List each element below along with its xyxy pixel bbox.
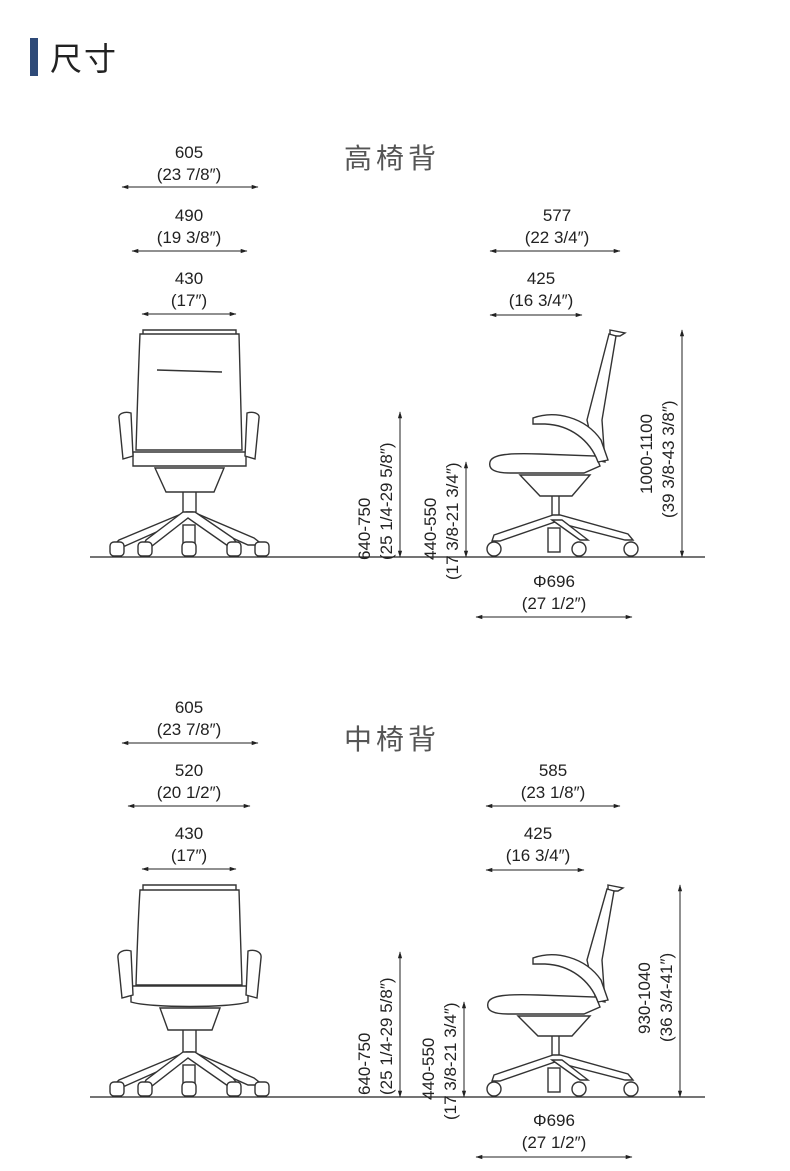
svg-text:(20 1/2″): (20 1/2″)	[157, 783, 222, 802]
header-accent-bar	[30, 38, 38, 76]
mid-back-section: 中椅背 605 (23 7/8″) 520 (20 1/2″) 430 (17″…	[90, 698, 705, 1160]
seat-depth-dim: 425 (16 3/4″)	[485, 824, 585, 873]
svg-text:440-550: 440-550	[419, 1038, 438, 1100]
section-title-mid-back: 中椅背	[344, 723, 440, 756]
arm-width-dim: 490 (19 3/8″)	[131, 206, 248, 254]
svg-text:(25 1/4-29 5/8″): (25 1/4-29 5/8″)	[377, 977, 396, 1095]
svg-text:520: 520	[175, 761, 203, 780]
svg-text:(22 3/4″): (22 3/4″)	[525, 228, 590, 247]
seat-width-dim: 430 (17″)	[141, 824, 237, 872]
svg-text:640-750: 640-750	[355, 498, 374, 560]
svg-text:(36 3/4-41″): (36 3/4-41″)	[657, 953, 676, 1042]
svg-text:(27 1/2″): (27 1/2″)	[522, 594, 587, 613]
overall-width-dim: 605 (23 7/8″)	[121, 143, 259, 190]
side-view-casters	[486, 541, 639, 557]
overall-depth-dim: 577 (22 3/4″)	[489, 206, 621, 254]
svg-text:930-1040: 930-1040	[635, 962, 654, 1034]
high-back-section: 高椅背 605 (23 7/8″) 490 (19 3/8″) 430 (17″…	[90, 142, 705, 620]
svg-text:430: 430	[175, 269, 203, 288]
svg-text:(23 7/8″): (23 7/8″)	[157, 720, 222, 739]
svg-text:490: 490	[175, 206, 203, 225]
svg-text:(39 3/8-43 3/8″): (39 3/8-43 3/8″)	[659, 400, 678, 518]
front-view-casters	[109, 541, 270, 557]
svg-text:585: 585	[539, 761, 567, 780]
side-view-casters	[486, 1081, 639, 1097]
svg-text:(16 3/4″): (16 3/4″)	[509, 291, 574, 310]
overall-depth-dim: 585 (23 1/8″)	[485, 761, 621, 809]
svg-text:(17 3/8-21 3/4″): (17 3/8-21 3/4″)	[443, 462, 462, 580]
svg-text:(27 1/2″): (27 1/2″)	[522, 1133, 587, 1152]
base-diameter-dim: Φ696 (27 1/2″)	[475, 572, 633, 620]
section-title-high-back: 高椅背	[344, 142, 440, 175]
svg-text:(23 1/8″): (23 1/8″)	[521, 783, 586, 802]
seat-height-dim: 440-550 (17 3/8-21 3/4″)	[421, 461, 469, 580]
svg-text:577: 577	[543, 206, 571, 225]
seat-depth-dim: 425 (16 3/4″)	[489, 269, 583, 318]
svg-text:430: 430	[175, 824, 203, 843]
seat-height-dim: 440-550 (17 3/8-21 3/4″)	[419, 1001, 467, 1120]
base-diameter-dim: Φ696 (27 1/2″)	[475, 1111, 633, 1160]
svg-text:(17″): (17″)	[171, 846, 207, 865]
header-title: 尺寸	[50, 40, 119, 78]
svg-text:425: 425	[527, 269, 555, 288]
svg-text:(23 7/8″): (23 7/8″)	[157, 165, 222, 184]
front-view-chair	[111, 884, 266, 1094]
arm-width-dim: 520 (20 1/2″)	[127, 761, 251, 809]
front-view-chair	[111, 329, 266, 554]
svg-text:Φ696: Φ696	[533, 572, 575, 591]
side-view-chair	[487, 884, 635, 1093]
svg-text:425: 425	[524, 824, 552, 843]
overall-height-dim: 1000-1100 (39 3/8-43 3/8″)	[637, 329, 685, 558]
svg-text:Φ696: Φ696	[533, 1111, 575, 1130]
svg-text:605: 605	[175, 143, 203, 162]
svg-text:(25 1/4-29 5/8″): (25 1/4-29 5/8″)	[377, 442, 396, 560]
svg-text:(17 3/8-21 3/4″): (17 3/8-21 3/4″)	[441, 1002, 460, 1120]
overall-height-dim: 930-1040 (36 3/4-41″)	[635, 884, 683, 1098]
svg-text:(19 3/8″): (19 3/8″)	[157, 228, 222, 247]
arm-height-dim: 640-750 (25 1/4-29 5/8″)	[355, 951, 403, 1098]
svg-text:1000-1100: 1000-1100	[637, 414, 656, 494]
svg-text:(16 3/4″): (16 3/4″)	[506, 846, 571, 865]
section-header: 尺寸	[30, 38, 118, 78]
arm-height-dim: 640-750 (25 1/4-29 5/8″)	[355, 411, 403, 560]
overall-width-dim: 605 (23 7/8″)	[121, 698, 259, 746]
front-view-casters	[109, 1081, 270, 1097]
svg-text:(17″): (17″)	[171, 291, 207, 310]
side-view-chair	[489, 329, 635, 553]
svg-text:640-750: 640-750	[355, 1033, 374, 1095]
seat-width-dim: 430 (17″)	[141, 269, 237, 317]
svg-text:440-550: 440-550	[421, 498, 440, 560]
svg-text:605: 605	[175, 698, 203, 717]
